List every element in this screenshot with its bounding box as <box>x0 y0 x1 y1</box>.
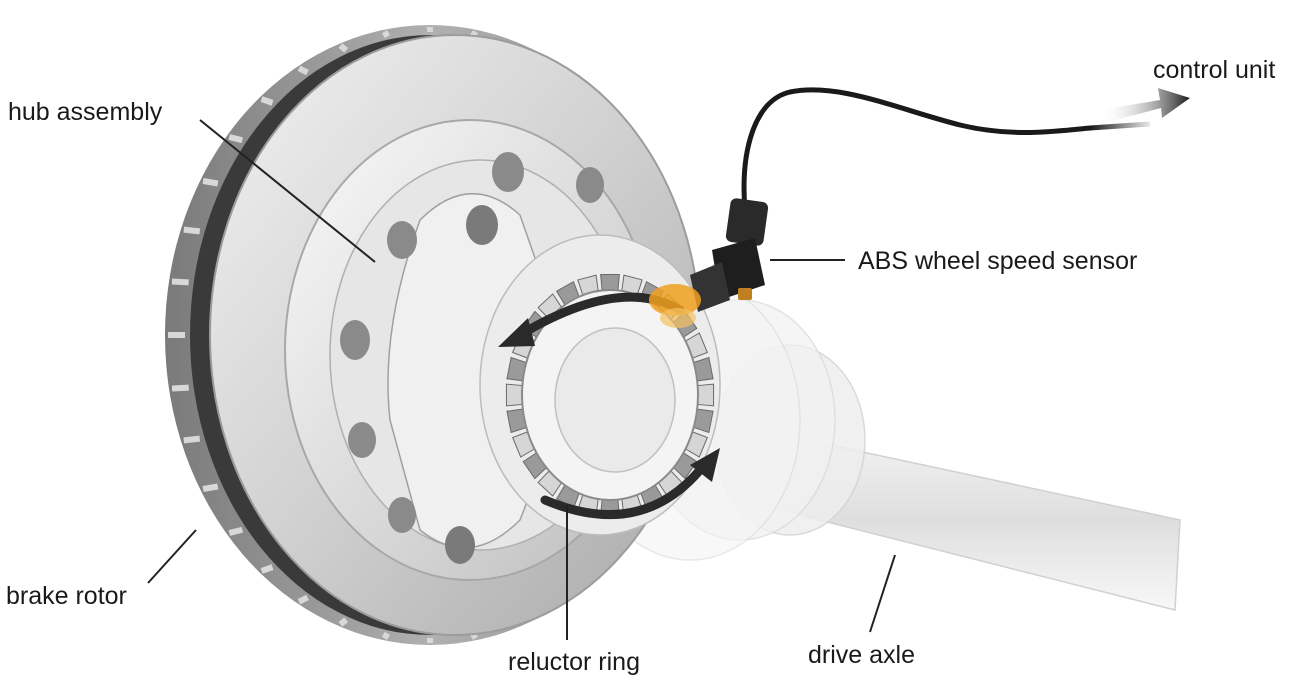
rotor-vent <box>171 278 189 286</box>
rotor-vent <box>228 526 244 536</box>
control-unit-arrow <box>1100 88 1190 124</box>
label-hub-assembly: hub assembly <box>8 98 163 126</box>
rotor-vent <box>338 617 349 627</box>
label-control-unit: control unit <box>1153 56 1276 84</box>
reluctor-tooth <box>600 273 620 291</box>
abs-sensor-shape <box>649 87 1151 328</box>
rotor-vent <box>183 226 201 235</box>
leader-lines <box>147 119 896 640</box>
label-reluctor-ring: reluctor ring <box>508 648 640 676</box>
reluctor-tooth <box>697 383 715 407</box>
rotor-vent <box>202 483 219 492</box>
rotor-vent <box>183 435 201 444</box>
leader-hub-assembly <box>199 119 376 263</box>
leader-brake-rotor <box>147 529 197 584</box>
rotor-vent <box>202 178 219 187</box>
label-brake-rotor: brake rotor <box>6 582 127 610</box>
stud-holes <box>340 152 604 564</box>
rotor-vent <box>381 30 391 39</box>
rotor-vent <box>381 631 391 640</box>
rotor-vent <box>297 65 309 76</box>
rotor-vent <box>297 594 309 605</box>
label-drive-axle: drive axle <box>808 641 915 669</box>
label-abs-wheel-speed-sensor: ABS wheel speed sensor <box>858 247 1138 275</box>
leader-drive-axle <box>869 554 896 633</box>
rotor-vent <box>228 134 244 144</box>
rotor-vent <box>260 564 274 574</box>
reluctor-tooth <box>505 383 523 407</box>
rotor-vent <box>338 43 349 53</box>
rotor-vent <box>171 384 189 392</box>
rotor-vent <box>260 96 274 106</box>
